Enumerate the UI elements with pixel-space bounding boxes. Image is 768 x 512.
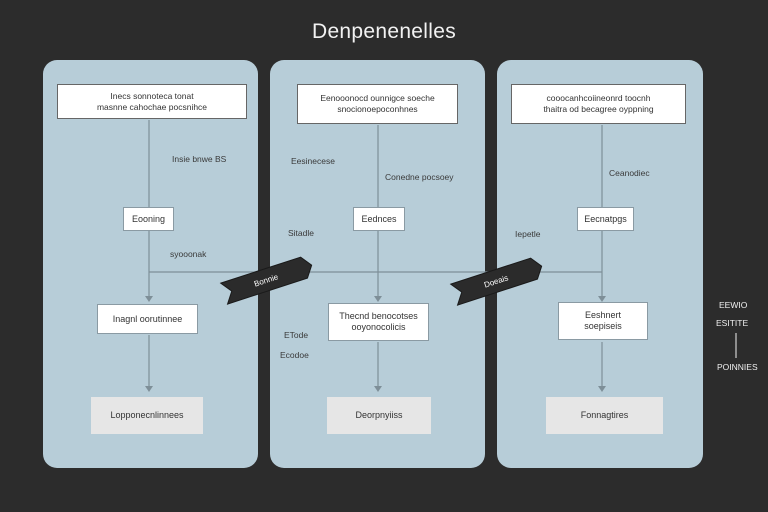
side-label-1: EEWIO (719, 300, 748, 310)
arrowhead-middle-2 (374, 386, 382, 392)
middle-label-low-1: ETode (284, 330, 309, 340)
right-label-top: Ceanodiec (609, 168, 650, 178)
right-label-mid: Iepetle (515, 229, 541, 239)
diagram-title: Denpenenelles (311, 20, 456, 43)
right-box-2: Eeshnert soepiseis (558, 302, 648, 340)
left-label-mid: syooonak (170, 249, 207, 259)
middle-label-low-2: Ecodoe (280, 350, 309, 360)
arrowhead-middle-1 (374, 296, 382, 302)
side-label-2: ESITITE (716, 318, 749, 328)
arrowhead-left-2 (145, 386, 153, 392)
ribbon-right: Doeais (449, 257, 543, 306)
middle-header-box: Eenooonocd ounnigce soeche snocionoepoco… (297, 84, 458, 124)
left-box-2: Inagnl oorutinnee (97, 304, 198, 334)
ribbon-left: Bonnie (219, 256, 313, 305)
arrowhead-right-2 (598, 386, 606, 392)
left-header-box: Inecs sonnoteca tonat masnne cahochae po… (57, 84, 247, 119)
right-box-3: Fonnagtires (546, 397, 663, 434)
middle-label-top-left: Eesinecese (291, 156, 335, 166)
side-label-3: POINNIES (717, 362, 758, 372)
right-header-box: cooocanhcoiineonrd toocnh thaitra od bec… (511, 84, 686, 124)
middle-box-3: Deorpnyiiss (327, 397, 431, 434)
arrowhead-right-1 (598, 296, 606, 302)
left-box-1: Eooning (123, 207, 174, 231)
right-box-1: Eecnatpgs (577, 207, 634, 231)
middle-box-1: Eednces (353, 207, 405, 231)
middle-box-2: Thecnd benocotses ooyonocolicis (328, 303, 429, 341)
middle-label-top-right: Conedne pocsoey (385, 172, 454, 182)
arrowhead-left-1 (145, 296, 153, 302)
left-box-3: Lopponecnlinnees (91, 397, 203, 434)
middle-label-mid: Sitadle (288, 228, 314, 238)
left-label-top: Insie bnwe BS (172, 154, 227, 164)
